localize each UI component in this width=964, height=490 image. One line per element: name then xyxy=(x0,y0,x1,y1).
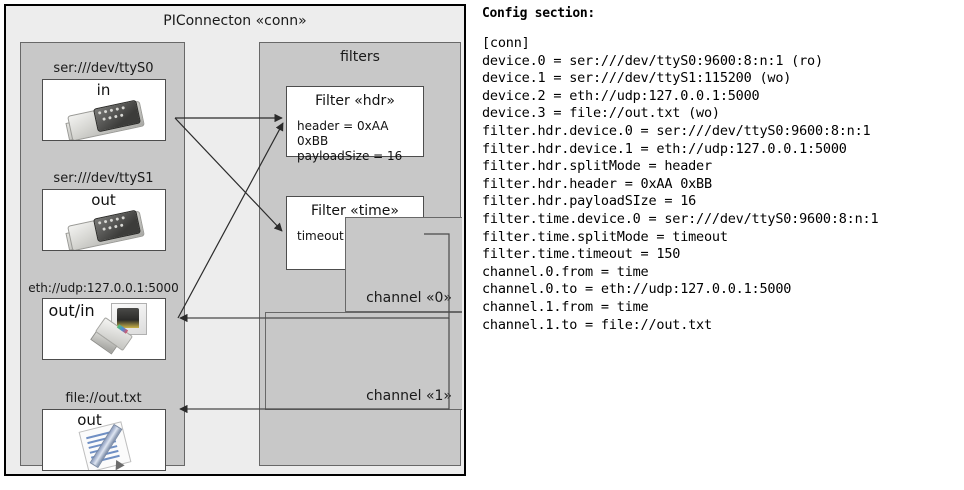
channel-box-1[interactable]: channel «1» xyxy=(265,312,462,410)
diagram-title: PIConnecton «conn» xyxy=(163,13,307,29)
device-direction-file: out xyxy=(77,411,102,429)
channel-label-0: channel «0» xyxy=(366,290,452,306)
config-line: [conn] xyxy=(482,35,530,51)
device-group-file: file://out.txt out xyxy=(21,391,186,471)
text-document-pencil-icon xyxy=(78,421,139,470)
filter-title-hdr: Filter «hdr» xyxy=(315,93,395,109)
config-lines: [conn]device.0 = ser:///dev/ttyS0:9600:8… xyxy=(482,35,960,334)
config-line: device.0 = ser:///dev/ttyS0:9600:8:n:1 (… xyxy=(482,52,823,69)
device-direction-ttys1: out xyxy=(91,191,116,209)
device-label-file: file://out.txt xyxy=(65,391,142,406)
filters-panel: filters Filter «hdr» header = 0xAA 0xBB … xyxy=(259,42,462,466)
ethernet-plug-icon xyxy=(89,303,161,359)
filter-prop: payloadSize = 16 xyxy=(297,149,403,163)
config-section: Config section: [conn]device.0 = ser:///… xyxy=(482,6,960,334)
device-box-eth[interactable]: out/in xyxy=(41,298,166,360)
config-line: channel.1.to = file://out.txt xyxy=(482,316,712,333)
serial-db9-icon xyxy=(64,98,147,140)
device-group-eth: eth://udp:127.0.0.1:5000 out/in xyxy=(21,281,186,360)
config-line: filter.hdr.payloadSIze = 16 xyxy=(482,193,697,210)
devices-panel: ser:///dev/ttyS0 in xyxy=(20,42,186,471)
filter-title-time: Filter «time» xyxy=(311,203,399,219)
filter-box-hdr[interactable]: Filter «hdr» header = 0xAA 0xBB payloadS… xyxy=(286,86,424,163)
serial-db9-icon xyxy=(64,208,147,250)
device-label-ttys0: ser:///dev/ttyS0 xyxy=(53,61,154,76)
config-line: channel.0.from = time xyxy=(482,263,649,280)
device-label-ttys1: ser:///dev/ttyS1 xyxy=(53,171,154,186)
config-line: filter.hdr.device.1 = eth://udp:127.0.0.… xyxy=(482,140,847,157)
config-line: device.3 = file://out.txt (wo) xyxy=(482,105,720,122)
config-line: filter.time.timeout = 150 xyxy=(482,246,681,263)
config-line: filter.time.splitMode = timeout xyxy=(482,228,728,245)
config-line: channel.0.to = eth://udp:127.0.0.1:5000 xyxy=(482,281,792,298)
filters-panel-title: filters xyxy=(340,49,380,65)
config-line: filter.hdr.splitMode = header xyxy=(482,158,712,175)
device-group-ttys0: ser:///dev/ttyS0 in xyxy=(21,61,186,141)
filter-props-hdr: header = 0xAA 0xBB payloadSize = 16 xyxy=(297,119,423,164)
config-line: filter.time.device.0 = ser:///dev/ttyS0:… xyxy=(482,210,879,227)
config-heading: Config section: xyxy=(482,6,595,21)
filter-prop: header = 0xAA 0xBB xyxy=(297,119,389,148)
device-box-ttys1[interactable]: out xyxy=(41,189,166,251)
config-line: filter.hdr.device.0 = ser:///dev/ttyS0:9… xyxy=(482,122,871,139)
device-direction-ttys0: in xyxy=(96,81,111,99)
channel-label-1: channel «1» xyxy=(366,388,452,404)
config-line: filter.hdr.header = 0xAA 0xBB xyxy=(482,175,712,192)
device-label-eth: eth://udp:127.0.0.1:5000 xyxy=(28,281,179,295)
channel-box-0[interactable]: channel «0» xyxy=(345,217,462,312)
device-box-file[interactable]: out xyxy=(41,409,166,471)
device-group-ttys1: ser:///dev/ttyS1 out xyxy=(21,171,186,251)
config-line: device.1 = ser:///dev/ttyS1:115200 (wo) xyxy=(482,70,792,87)
connector-diagram: PIConnecton «conn» ser:///dev/ttyS0 in xyxy=(4,4,466,476)
device-direction-eth: out/in xyxy=(48,301,95,320)
device-box-ttys0[interactable]: in xyxy=(41,79,166,141)
config-line: device.2 = eth://udp:127.0.0.1:5000 xyxy=(482,87,760,104)
config-line: channel.1.from = time xyxy=(482,298,649,315)
